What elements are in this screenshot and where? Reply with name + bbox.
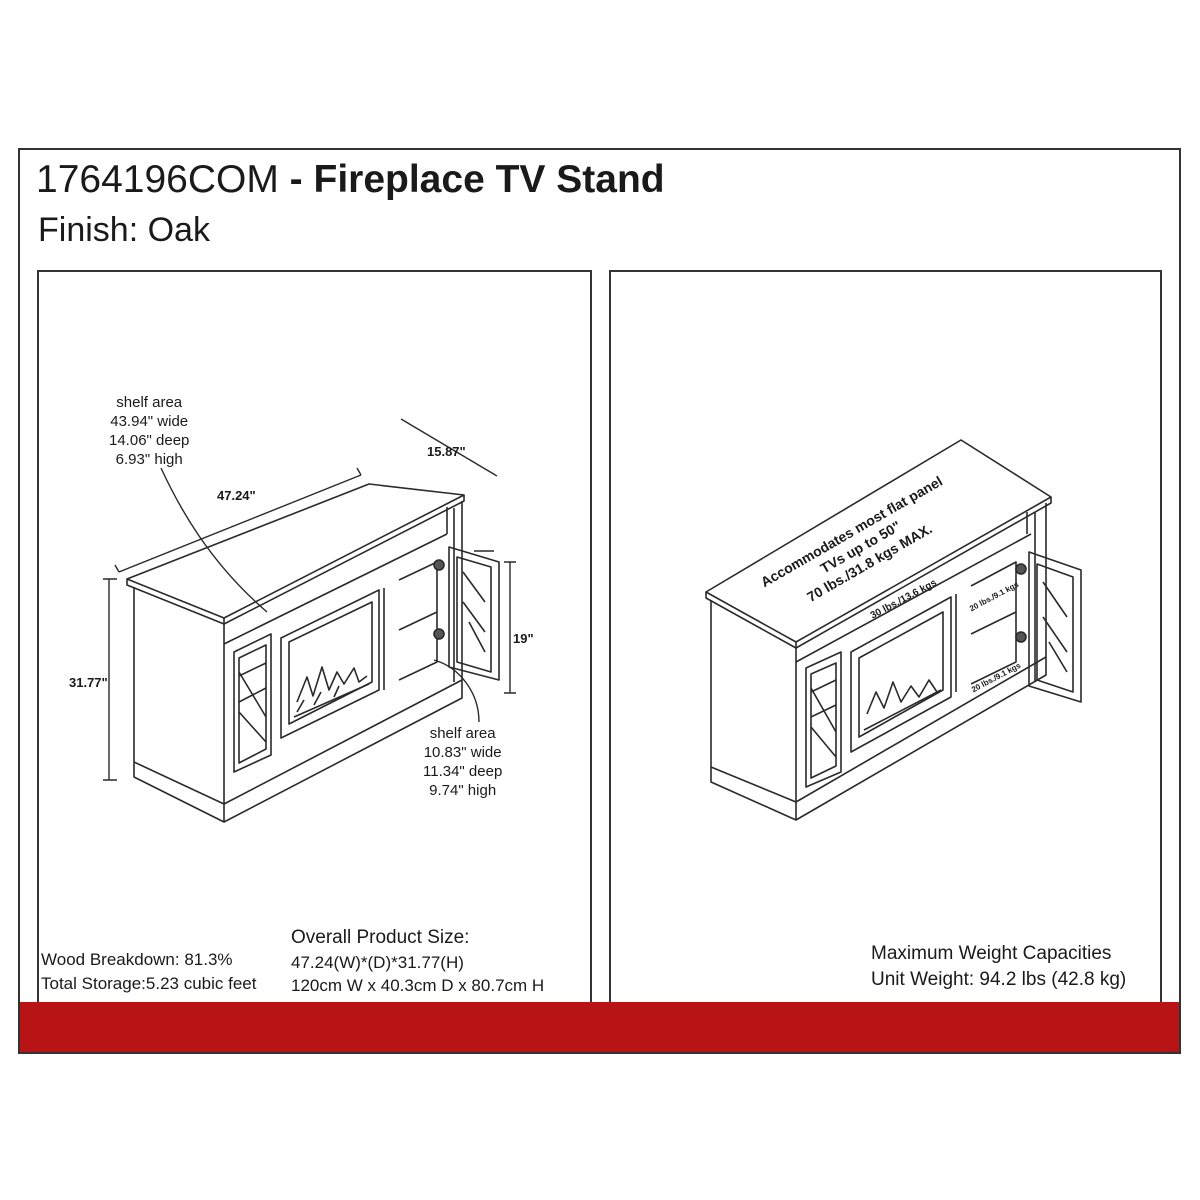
top-shelf-wide: 43.94" wide [110,413,189,430]
finish-label: Finish: Oak [38,211,210,249]
height-dimension: 31.77" [69,675,108,690]
door-height-dimension: 19" [513,631,534,646]
overall-size-inches: 47.24(W)*(D)*31.77(H) [291,953,464,972]
title-separator: - [278,158,314,201]
product-name: Fireplace TV Stand [313,158,665,201]
depth-dimension: 15.87" [427,444,466,459]
top-shelf-title: shelf area [116,394,183,411]
unit-weight: Unit Weight: 94.2 lbs (42.8 kg) [871,969,1127,990]
dimensions-panel: shelf area 43.94" wide 14.06" deep 6.93"… [37,270,592,1005]
accent-band [20,1002,1179,1052]
side-shelf-title: shelf area [429,725,496,742]
model-code: 1764196COM [36,158,279,201]
weight-panel: Accommodates most flat panel TVs up to 5… [609,270,1162,1005]
overall-size-cm: 120cm W x 40.3cm D x 80.7cm H [291,976,545,995]
side-shelf-note: shelf area 10.83" wide 11.34" deep 9.74"… [423,724,502,800]
page-title: 1764196COM - Fireplace TV Stand [36,158,665,202]
side-shelf-deep: 11.34" deep [423,763,503,780]
dimensions-drawing [103,418,516,823]
side-shelf-high: 9.74" high [429,782,497,799]
top-shelf-high: 6.93" high [115,451,183,468]
max-weight-title: Maximum Weight Capacities [871,943,1112,964]
total-storage: Total Storage:5.23 cubic feet [41,974,257,993]
top-shelf-deep: 14.06" deep [109,432,190,449]
wood-breakdown: Wood Breakdown: 81.3% [41,950,233,969]
spec-sheet: 1764196COM - Fireplace TV Stand Finish: … [18,148,1181,1054]
overall-size-title: Overall Product Size: [291,927,470,948]
width-dimension: 47.24" [217,488,256,503]
side-shelf-wide: 10.83" wide [423,744,502,761]
weight-drawing [705,439,1082,821]
top-shelf-note: shelf area 43.94" wide 14.06" deep 6.93"… [109,393,189,469]
